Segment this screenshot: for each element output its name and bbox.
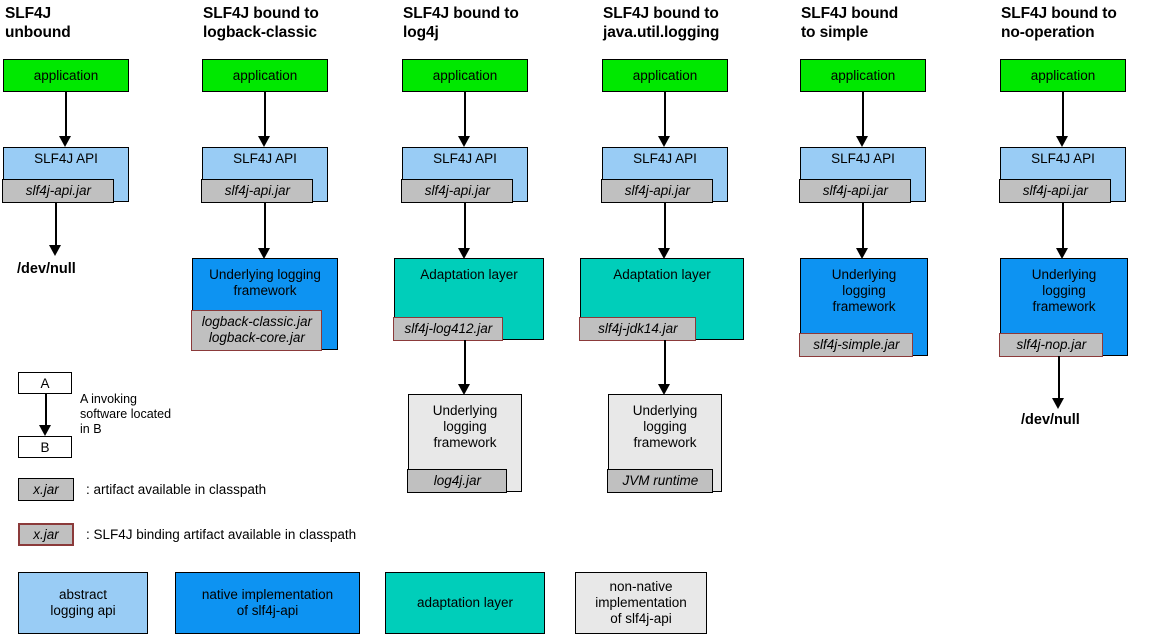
- box-adaptation-layer-label: Adaptation layer: [420, 267, 518, 282]
- jar-slf4j-nop-binding: slf4j-nop.jar: [999, 332, 1104, 357]
- box-underlying-framework-logback: Underlying logging framework logback-cla…: [191, 258, 338, 351]
- box-underlying-framework-label: Underlying logging framework: [209, 267, 321, 298]
- arrow-app-to-api-logback: [258, 92, 271, 147]
- jar-logback-binding: logback-classic.jar logback-core.jar: [191, 309, 323, 351]
- box-slf4j-api-jul: SLF4J API slf4j-api.jar: [601, 147, 728, 203]
- arrow-api-to-adapt-jul: [658, 202, 671, 259]
- box-slf4j-api-logback: SLF4J API slf4j-api.jar: [201, 147, 328, 203]
- box-underlying-framework-log4j: Underlying logging framework log4j.jar: [407, 394, 522, 493]
- column-title-log4j: SLF4J bound to log4j: [403, 5, 519, 41]
- jar-log4j: log4j.jar: [407, 468, 508, 493]
- jar-slf4j-api: slf4j-api.jar: [799, 178, 912, 203]
- box-application-unbound: application: [3, 59, 129, 92]
- box-slf4j-api-label: SLF4J API: [34, 151, 98, 166]
- arrow-api-to-devnull-unbound: [49, 202, 62, 256]
- column-title-logback-classic: SLF4J bound to logback-classic: [203, 5, 319, 41]
- legend-swatch-native-implementation: native implementation of slf4j-api: [175, 572, 360, 634]
- box-slf4j-api-label: SLF4J API: [633, 151, 697, 166]
- legend-artifact-description: : artifact available in classpath: [86, 482, 267, 497]
- arrow-api-to-adapt-log4j: [458, 202, 471, 259]
- box-slf4j-api-simple: SLF4J API slf4j-api.jar: [799, 147, 926, 203]
- box-underlying-framework-label: Underlying logging framework: [432, 403, 498, 450]
- arrow-impl-to-devnull-nop: [1052, 356, 1065, 409]
- arrow-app-to-api-log4j: [458, 92, 471, 147]
- arrow-api-to-impl-logback: [258, 202, 271, 259]
- jar-jvm-runtime: JVM runtime: [607, 468, 714, 493]
- box-underlying-framework-jul: Underlying logging framework JVM runtime: [607, 394, 722, 493]
- box-slf4j-api-unbound: SLF4J API slf4j-api.jar: [2, 147, 129, 203]
- box-underlying-framework-label: Underlying logging framework: [831, 267, 897, 314]
- box-underlying-framework-label: Underlying logging framework: [632, 403, 698, 450]
- terminal-devnull-nop: /dev/null: [1021, 412, 1080, 428]
- legend-swatch-abstract-logging-api: abstract logging api: [18, 572, 148, 634]
- box-application-logback: application: [202, 59, 328, 92]
- legend-binding-artifact-description: : SLF4J binding artifact available in cl…: [86, 527, 357, 542]
- box-slf4j-api-label: SLF4J API: [233, 151, 297, 166]
- box-slf4j-api-label: SLF4J API: [433, 151, 497, 166]
- legend-swatch-adaptation-layer: adaptation layer: [385, 572, 545, 634]
- jar-slf4j-jdk14-binding: slf4j-jdk14.jar: [579, 316, 697, 341]
- arrow-app-to-api-simple: [856, 92, 869, 147]
- legend-invocation-description: A invoking software located in B: [80, 392, 172, 436]
- legend-box-b: B: [18, 436, 72, 458]
- box-underlying-framework-simple: Underlying logging framework slf4j-simpl…: [799, 258, 928, 357]
- box-application-simple: application: [800, 59, 926, 92]
- box-application-nop: application: [1000, 59, 1126, 92]
- box-underlying-framework-nop: Underlying logging framework slf4j-nop.j…: [999, 258, 1128, 357]
- box-application-jul: application: [602, 59, 728, 92]
- arrow-adapt-to-impl-log4j: [458, 340, 471, 395]
- legend-jar-binding-artifact: x.jar: [18, 523, 74, 546]
- box-slf4j-api-nop: SLF4J API slf4j-api.jar: [999, 147, 1126, 203]
- legend-jar-artifact: x.jar: [18, 478, 74, 501]
- column-title-java-util-logging: SLF4J bound to java.util.logging: [603, 5, 720, 41]
- arrow-app-to-api-jul: [658, 92, 671, 147]
- terminal-devnull-unbound: /dev/null: [17, 261, 76, 277]
- legend-arrow-a-to-b: [39, 394, 52, 436]
- column-title-unbound: SLF4J unbound: [5, 5, 71, 41]
- arrow-api-to-impl-simple: [856, 202, 869, 259]
- box-adaptation-layer-jul: Adaptation layer slf4j-jdk14.jar: [579, 258, 744, 341]
- jar-slf4j-api: slf4j-api.jar: [201, 178, 314, 203]
- legend-swatch-non-native-implementation: non-native implementation of slf4j-api: [575, 572, 707, 634]
- jar-slf4j-api: slf4j-api.jar: [999, 178, 1112, 203]
- legend-box-a: A: [18, 372, 72, 394]
- arrow-app-to-api-nop: [1056, 92, 1069, 147]
- jar-slf4j-api: slf4j-api.jar: [601, 178, 714, 203]
- jar-slf4j-api: slf4j-api.jar: [401, 178, 514, 203]
- arrow-adapt-to-impl-jul: [658, 340, 671, 395]
- box-slf4j-api-label: SLF4J API: [831, 151, 895, 166]
- arrow-app-to-api-unbound: [59, 92, 72, 147]
- jar-slf4j-api: slf4j-api.jar: [2, 178, 115, 203]
- column-title-no-operation: SLF4J bound to no-operation: [1001, 5, 1117, 41]
- box-adaptation-layer-log4j: Adaptation layer slf4j-log412.jar: [393, 258, 544, 341]
- arrow-api-to-impl-nop: [1056, 202, 1069, 259]
- box-adaptation-layer-label: Adaptation layer: [613, 267, 711, 282]
- column-title-simple: SLF4J bound to simple: [801, 5, 899, 41]
- box-underlying-framework-label: Underlying logging framework: [1031, 267, 1097, 314]
- jar-slf4j-simple-binding: slf4j-simple.jar: [799, 332, 914, 357]
- box-slf4j-api-log4j: SLF4J API slf4j-api.jar: [401, 147, 528, 203]
- jar-slf4j-log4j-binding: slf4j-log412.jar: [393, 316, 504, 341]
- box-slf4j-api-label: SLF4J API: [1031, 151, 1095, 166]
- box-application-log4j: application: [402, 59, 528, 92]
